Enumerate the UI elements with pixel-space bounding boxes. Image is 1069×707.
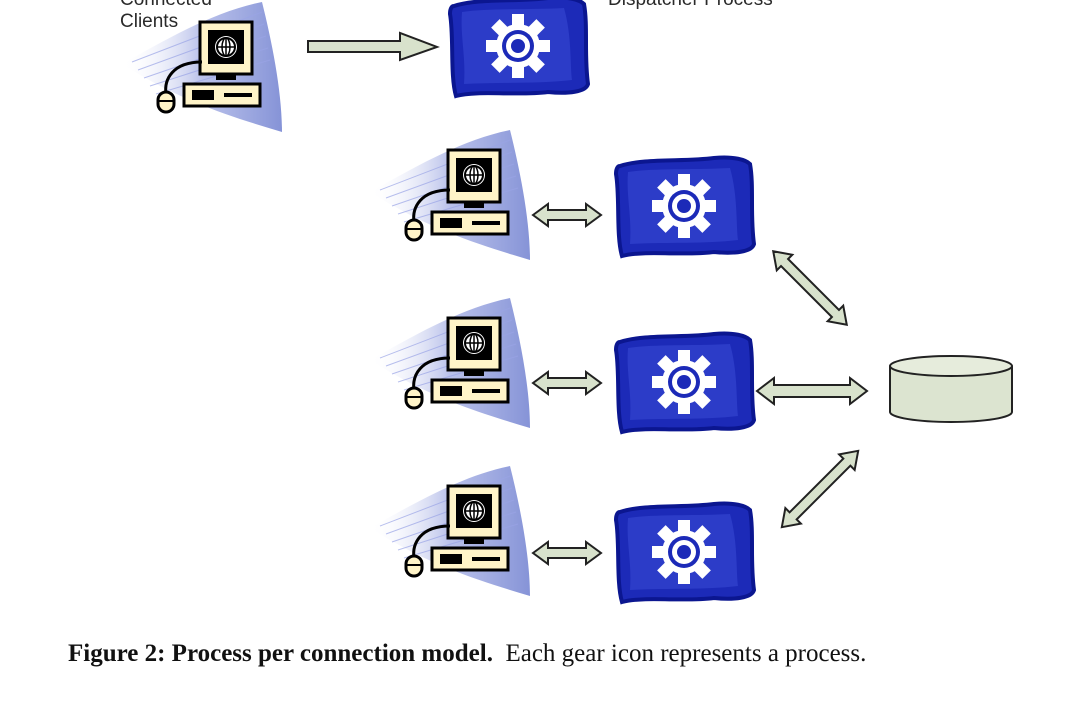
process-database-arrow xyxy=(755,375,869,407)
bidirectional-arrow xyxy=(531,540,603,566)
worker-process-gear-icon xyxy=(614,155,756,258)
process-database-arrow xyxy=(771,249,849,327)
caption-title: Figure 2: Process per connection model. xyxy=(68,640,493,667)
worker-process-gear-icon xyxy=(614,331,756,434)
connected-clients-label-line2: Clients xyxy=(120,11,179,32)
connected-clients-label-line1: Connected xyxy=(120,0,212,9)
client-computer-icon xyxy=(368,464,532,598)
process-database-arrow xyxy=(780,449,860,529)
bidirectional-arrow xyxy=(531,202,603,228)
client-computer-icon xyxy=(368,128,532,262)
worker-process-gear-icon xyxy=(614,501,756,604)
database-cylinder-icon xyxy=(889,355,1013,423)
caption-text: Each gear icon represents a process. xyxy=(505,640,867,667)
arrow-to-dispatcher xyxy=(307,31,440,62)
bidirectional-arrow xyxy=(531,370,603,396)
dispatcher-process-gear-icon xyxy=(448,0,590,99)
client-computer-icon xyxy=(368,296,532,430)
figure-caption: Figure 2: Process per connection model. … xyxy=(68,640,866,668)
dispatcher-process-label: Dispatcher Process xyxy=(608,0,773,9)
